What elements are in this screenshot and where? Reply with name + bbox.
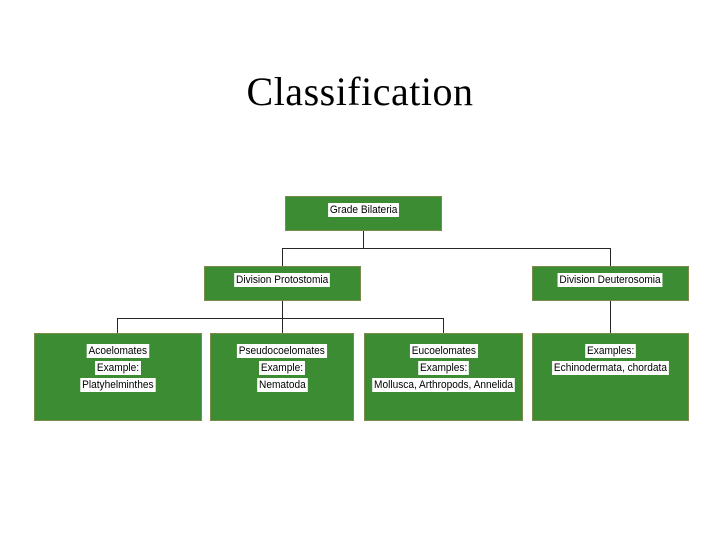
node-deuterostome-examples[interactable]: Examples: Echinodermata, chordata (532, 333, 689, 421)
node-line: Platyhelminthes (80, 378, 156, 392)
node-acoelomates[interactable]: Acoelomates Example: Platyhelminthes (34, 333, 202, 421)
node-line: Mollusca, Arthropods, Annelida (372, 378, 515, 392)
node-line: Example: (95, 361, 141, 375)
node-eucoelomates[interactable]: Eucoelomates Examples: Mollusca, Arthrop… (364, 333, 523, 421)
node-line: Division Deuterosomia (558, 273, 663, 287)
node-line: Nematoda (256, 378, 308, 392)
page-title: Classification (246, 69, 474, 114)
node-line: Examples: (418, 361, 469, 375)
node-line: Eucoelomates (409, 344, 478, 358)
node-pseudocoelomates[interactable]: Pseudocoelomates Example: Nematoda (210, 333, 354, 421)
node-line: Example: (259, 361, 305, 375)
node-line: Grade Bilateria (327, 203, 400, 217)
node-grade-bilateria[interactable]: Grade Bilateria (285, 196, 442, 231)
node-division-deuterosomia[interactable]: Division Deuterosomia (532, 266, 689, 301)
node-line: Echinodermata, chordata (552, 361, 669, 375)
node-line: Pseudocoelomates (237, 344, 327, 358)
node-line: Division Protostomia (234, 273, 331, 287)
node-line: Acoelomates (86, 344, 150, 358)
node-division-protostomia[interactable]: Division Protostomia (204, 266, 361, 301)
node-line: Examples: (585, 344, 636, 358)
